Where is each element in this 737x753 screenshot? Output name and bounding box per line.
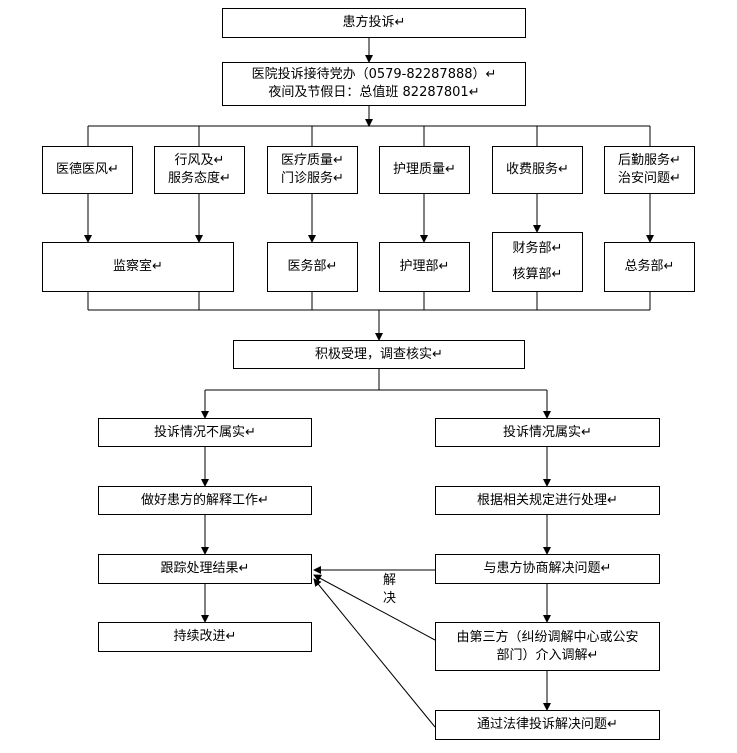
complaint-not-true-box: 投诉情况不属实↵ bbox=[98, 418, 312, 447]
dept-supervision-office: 监察室↵ bbox=[42, 242, 234, 292]
category-nursing-quality: 护理质量↵ bbox=[379, 146, 470, 194]
category-service-attitude: 行风及↵ 服务态度↵ bbox=[154, 146, 245, 194]
third-party-mediation-box: 由第三方（纠纷调解中心或公安 部门）介入调解↵ bbox=[435, 622, 660, 671]
category-medical-quality: 医疗质量↵ 门诊服务↵ bbox=[267, 146, 358, 194]
dept-finance-accounting: 财务部↵ 核算部↵ bbox=[492, 232, 583, 292]
negotiate-with-patient-box: 与患方协商解决问题↵ bbox=[435, 554, 660, 584]
continuous-improvement-box: 持续改进↵ bbox=[98, 622, 312, 652]
patient-complaint-box: 患方投诉↵ bbox=[222, 8, 526, 38]
category-logistics-security: 后勤服务↵ 治安问题↵ bbox=[604, 146, 695, 194]
dept-medical-affairs: 医务部↵ bbox=[267, 242, 358, 292]
dept-nursing: 护理部↵ bbox=[379, 242, 470, 292]
category-billing-service: 收费服务↵ bbox=[492, 146, 583, 194]
arrow-law-to-track bbox=[313, 578, 436, 728]
category-medical-ethics: 医德医风↵ bbox=[42, 146, 133, 194]
complaint-office-box: 医院投诉接待党办（0579-82287888）↵ 夜间及节假日：总值班 8228… bbox=[222, 62, 526, 106]
legal-resolution-box: 通过法律投诉解决问题↵ bbox=[435, 710, 660, 740]
accept-investigate-box: 积极受理，调查核实↵ bbox=[233, 340, 525, 369]
dept-general-affairs: 总务部↵ bbox=[604, 242, 695, 292]
track-results-box: 跟踪处理结果↵ bbox=[98, 554, 312, 584]
resolve-label: 解 决 bbox=[383, 573, 397, 606]
explain-to-patient-box: 做好患方的解释工作↵ bbox=[98, 486, 312, 515]
arrow-thirdparty-to-track bbox=[313, 574, 436, 641]
complaint-true-box: 投诉情况属实↵ bbox=[435, 418, 660, 447]
handle-per-rules-box: 根据相关规定进行处理↵ bbox=[435, 486, 660, 515]
